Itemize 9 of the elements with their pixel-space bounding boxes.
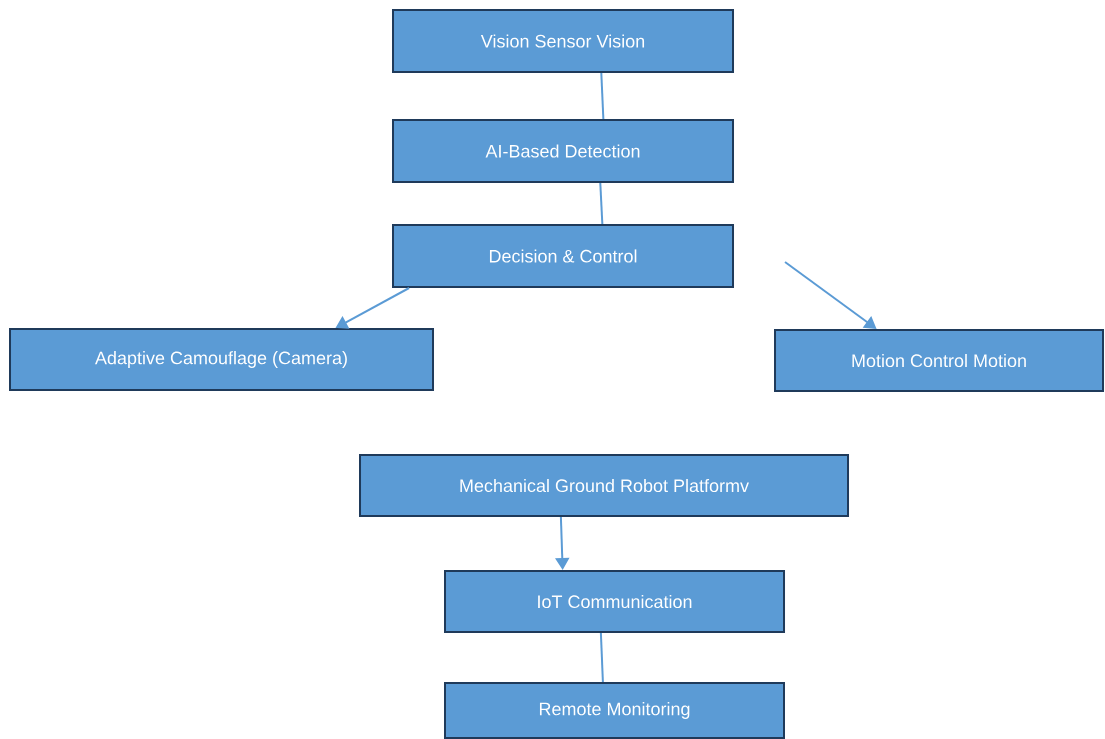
- process-box: Adaptive Camouflage (Camera): [9, 328, 434, 391]
- process-box: Vision Sensor Vision: [392, 9, 734, 73]
- process-box: Decision & Control: [392, 224, 734, 288]
- process-box: AI-Based Detection: [392, 119, 734, 183]
- process-box: Motion Control Motion: [774, 329, 1104, 392]
- process-box: Mechanical Ground Robot Platformv: [359, 454, 849, 517]
- connector-arrow: [784, 261, 877, 329]
- process-box: Remote Monitoring: [444, 682, 785, 739]
- process-box: IoT Communication: [444, 570, 785, 633]
